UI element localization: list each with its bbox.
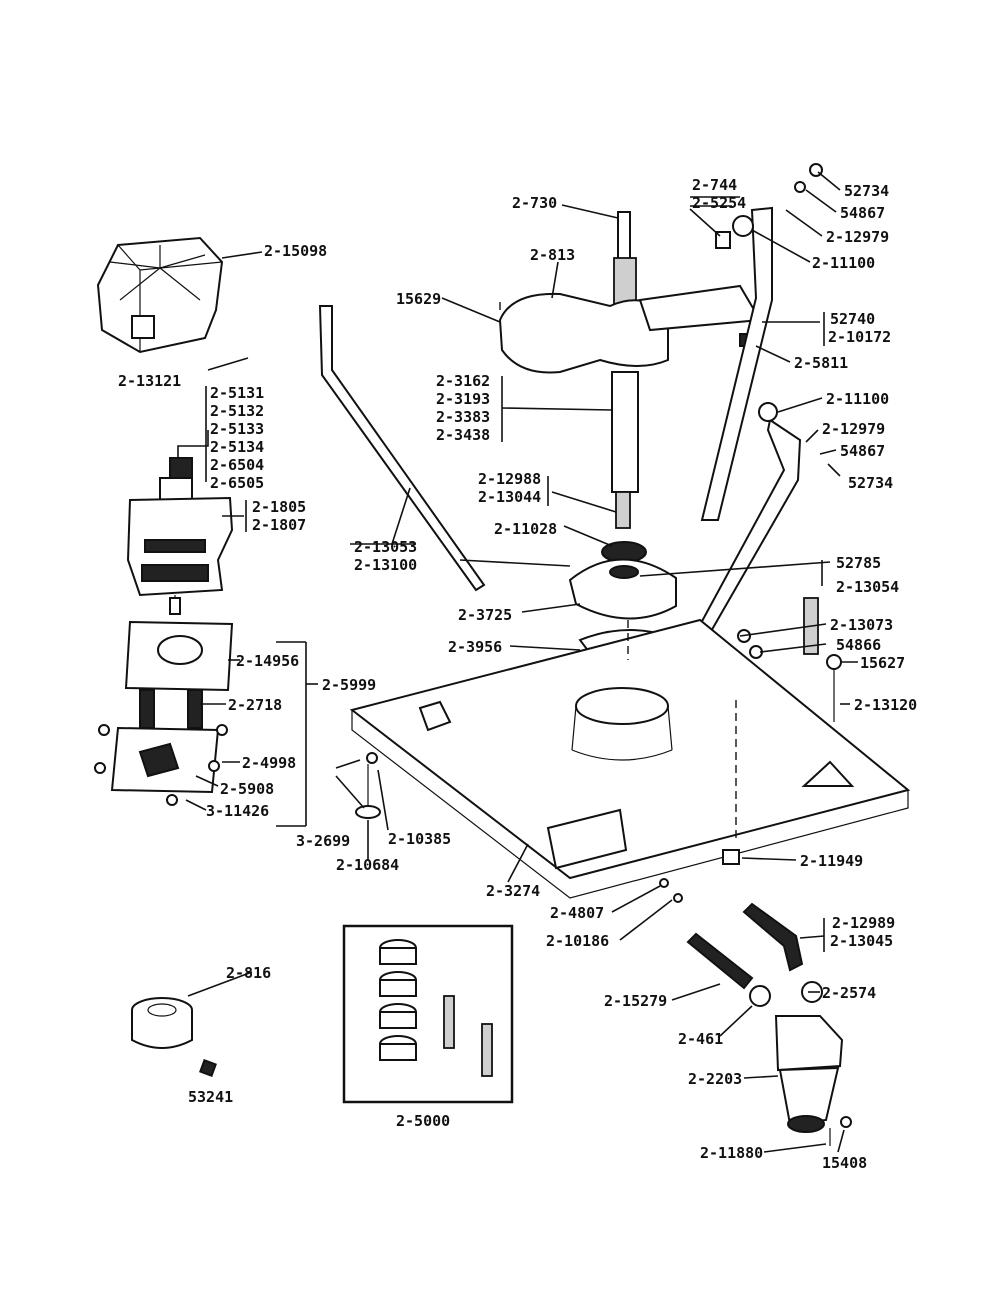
label-2-5133: 2-5133 (210, 420, 264, 438)
label-2-13045: 2-13045 (830, 932, 893, 950)
label-2-4807: 2-4807 (550, 904, 604, 922)
label-54867-top: 54867 (840, 204, 885, 222)
label-2-5999: 2-5999 (322, 676, 376, 694)
label-2-6504: 2-6504 (210, 456, 264, 474)
label-2-816: 2-816 (226, 964, 271, 982)
pulley-part (131, 997, 217, 1077)
leveling-foot-parts (355, 752, 740, 903)
label-2-13054: 2-13054 (836, 578, 899, 596)
label-52734-top: 52734 (844, 182, 889, 200)
label-2-5000: 2-5000 (396, 1112, 450, 1130)
label-2-13121: 2-13121 (118, 372, 181, 390)
label-2-2203: 2-2203 (688, 1070, 742, 1088)
group-brackets (205, 196, 825, 952)
label-2-11028: 2-11028 (494, 520, 557, 538)
label-2-461: 2-461 (678, 1030, 723, 1048)
label-2-11880: 2-11880 (700, 1144, 763, 1162)
label-54866: 54866 (836, 636, 881, 654)
label-2-2718: 2-2718 (228, 696, 282, 714)
label-2-12989: 2-12989 (832, 914, 895, 932)
label-2-13053: 2-13053 (354, 538, 417, 556)
label-2-730: 2-730 (512, 194, 557, 212)
label-2-1807: 2-1807 (252, 516, 306, 534)
label-2-1805: 2-1805 (252, 498, 306, 516)
label-3-2699: 3-2699 (296, 832, 350, 850)
label-2-13100: 2-13100 (354, 556, 417, 574)
kit-2-5000-box (342, 924, 514, 1104)
label-2-5131: 2-5131 (210, 384, 264, 402)
motor-cover-part (96, 236, 224, 354)
label-52785: 52785 (836, 554, 881, 572)
label-2-2574: 2-2574 (822, 984, 876, 1002)
label-2-6505: 2-6505 (210, 474, 264, 492)
label-15627: 15627 (860, 654, 905, 672)
label-54867-mid: 54867 (840, 442, 885, 460)
label-2-4998: 2-4998 (242, 754, 296, 772)
label-2-3383: 2-3383 (436, 408, 490, 426)
label-2-15279: 2-15279 (604, 992, 667, 1010)
label-15629: 15629 (396, 290, 441, 308)
pump-part (774, 1015, 852, 1146)
label-2-13120: 2-13120 (854, 696, 917, 714)
label-2-3162: 2-3162 (436, 372, 490, 390)
label-2-3274: 2-3274 (486, 882, 540, 900)
label-2-11949: 2-11949 (800, 852, 863, 870)
label-2-3193: 2-3193 (436, 390, 490, 408)
label-2-13044: 2-13044 (478, 488, 541, 506)
hose-parts (686, 902, 823, 1007)
part-labels: 2-730 2-744 2-5254 52734 54867 2-12979 2… (118, 176, 917, 1172)
motor-mount-assembly (94, 620, 234, 806)
label-2-744: 2-744 (692, 176, 737, 194)
label-52734-mid: 52734 (848, 474, 893, 492)
label-2-3956: 2-3956 (448, 638, 502, 656)
leader-lines (177, 171, 858, 1153)
support-brackets (318, 163, 823, 642)
label-2-3438: 2-3438 (436, 426, 490, 444)
label-2-15098: 2-15098 (264, 242, 327, 260)
label-15408: 15408 (822, 1154, 867, 1172)
label-2-813: 2-813 (530, 246, 575, 264)
label-2-13073: 2-13073 (830, 616, 893, 634)
label-2-10172: 2-10172 (828, 328, 891, 346)
label-2-12979-mid: 2-12979 (822, 420, 885, 438)
label-2-11100-mid: 2-11100 (826, 390, 889, 408)
label-53241: 53241 (188, 1088, 233, 1106)
label-3-11426: 3-11426 (206, 802, 269, 820)
label-2-3725: 2-3725 (458, 606, 512, 624)
label-2-5908: 2-5908 (220, 780, 274, 798)
label-2-5811: 2-5811 (794, 354, 848, 372)
label-2-10684: 2-10684 (336, 856, 399, 874)
gearcase-part (498, 211, 762, 529)
label-2-10385: 2-10385 (388, 830, 451, 848)
label-2-11100-top: 2-11100 (812, 254, 875, 272)
label-2-10186: 2-10186 (546, 932, 609, 950)
label-2-5254: 2-5254 (692, 194, 746, 212)
label-2-5134: 2-5134 (210, 438, 264, 456)
base-frame-part (349, 618, 911, 899)
motor-part (126, 457, 234, 615)
label-2-5132: 2-5132 (210, 402, 264, 420)
label-2-14956: 2-14956 (236, 652, 299, 670)
label-52740: 52740 (830, 310, 875, 328)
label-2-12979-top: 2-12979 (826, 228, 889, 246)
label-2-12988: 2-12988 (478, 470, 541, 488)
